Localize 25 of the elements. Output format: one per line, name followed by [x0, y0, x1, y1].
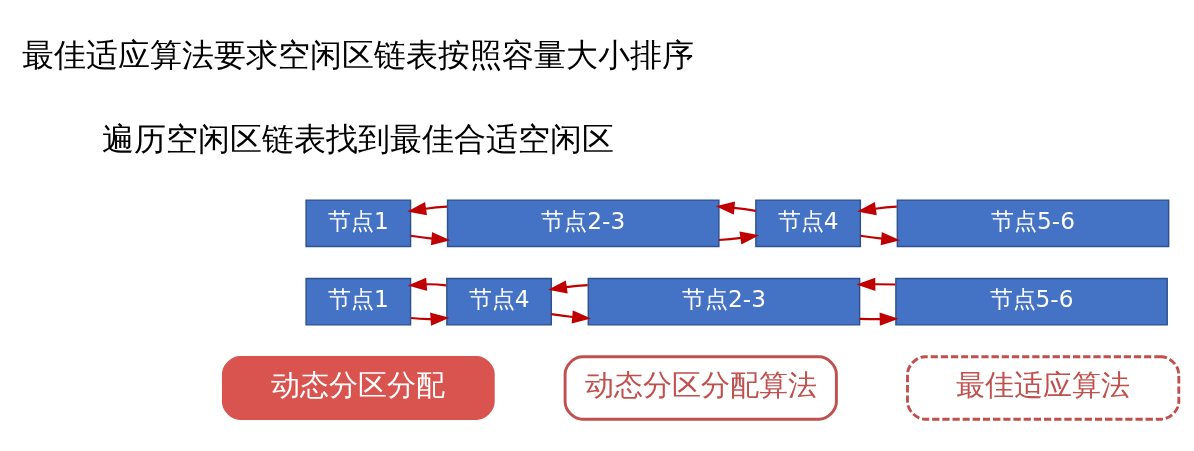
node-box: 节点1	[305, 199, 412, 248]
arrow	[410, 232, 451, 246]
node-box: 动态分区分配	[221, 356, 495, 420]
arrow	[715, 201, 757, 215]
arrow	[411, 312, 450, 326]
label: 遍历空闲区链表找到最佳合适空闲区	[102, 120, 615, 159]
arrow	[857, 202, 897, 216]
node-box: 节点2-3	[587, 277, 861, 326]
arrow	[407, 277, 447, 291]
node-box: 节点1	[305, 277, 412, 326]
arrow	[856, 277, 896, 291]
arrow	[407, 202, 448, 216]
node-box: 节点4	[446, 277, 553, 326]
node-box: 动态分区分配算法	[563, 355, 838, 421]
arrow	[859, 312, 899, 326]
arrow	[548, 280, 588, 294]
label: 最佳适应算法要求空闲区链表按照容量大小排序	[22, 36, 695, 75]
arrow	[718, 231, 760, 245]
node-box: 节点5-6	[896, 199, 1170, 248]
node-box: 节点2-3	[446, 199, 720, 248]
arrow	[551, 310, 592, 324]
node-box: 最佳适应算法	[906, 355, 1181, 421]
arrow	[860, 232, 901, 246]
node-box: 节点4	[755, 199, 862, 248]
node-box: 节点5-6	[895, 277, 1168, 326]
